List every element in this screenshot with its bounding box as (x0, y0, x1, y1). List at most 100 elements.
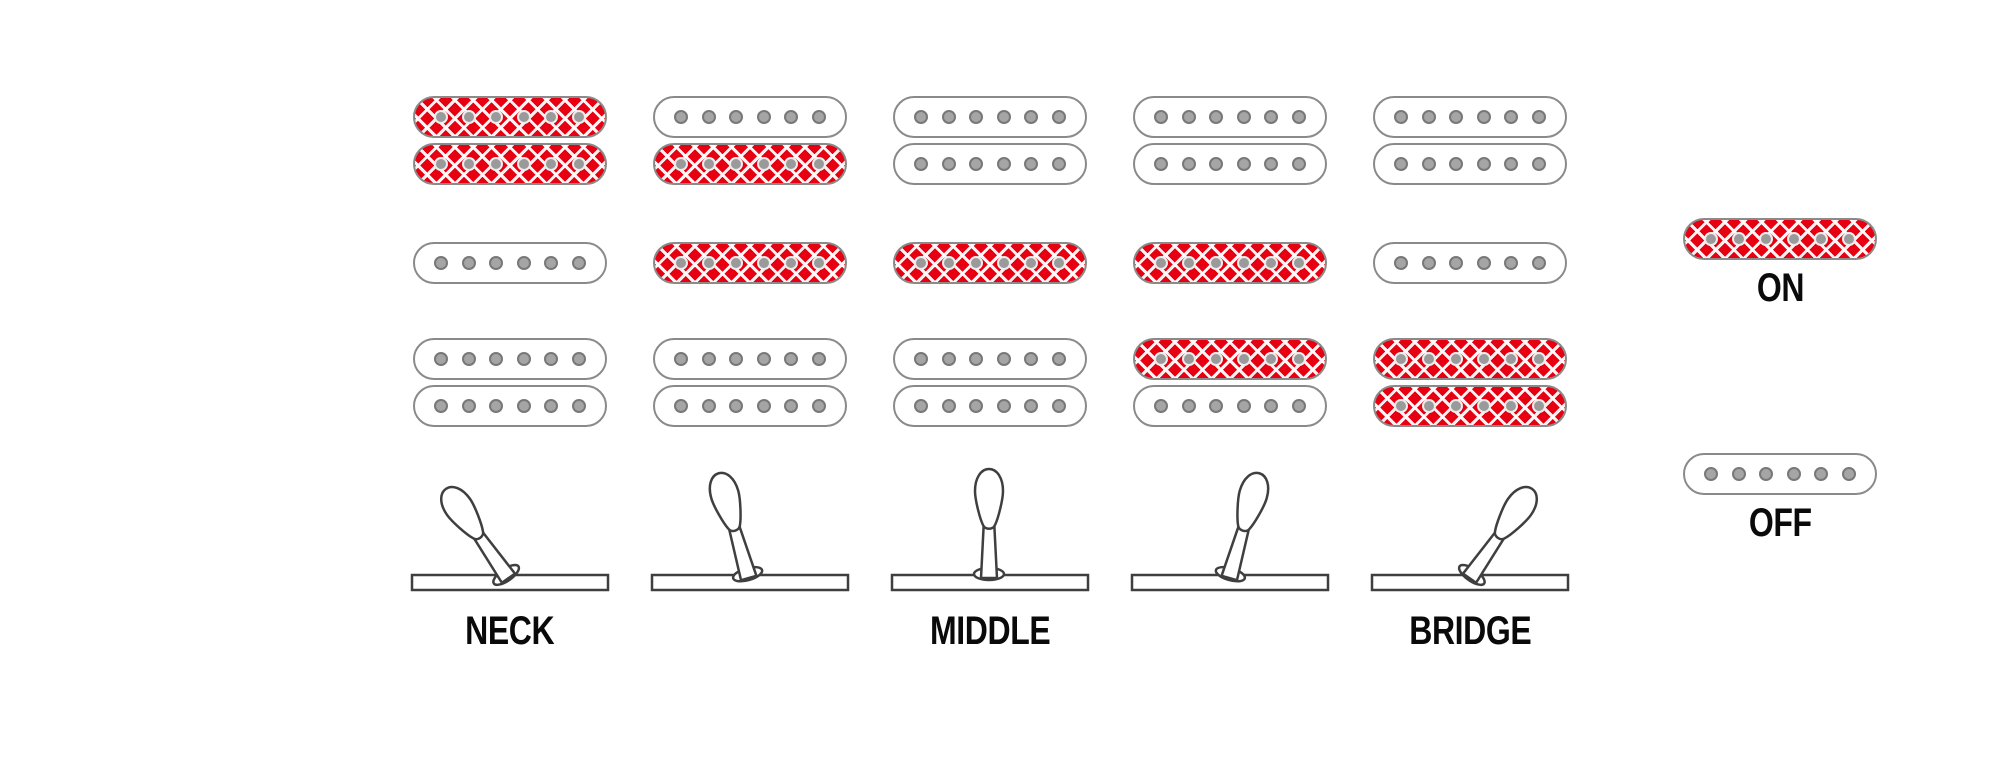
pole-piece-dot (1291, 399, 1306, 413)
bridge-humbucker-top-coil (1133, 338, 1327, 380)
pole-piece-dot (1421, 157, 1436, 171)
pole-piece-dot (516, 352, 531, 366)
pole-piece-dot (1264, 157, 1279, 171)
pole-piece-dot (1731, 232, 1746, 246)
neck-humbucker (893, 96, 1087, 185)
pole-piece-dot (784, 399, 799, 413)
pole-piece-dot (1786, 467, 1801, 481)
pole-piece-dot (811, 399, 826, 413)
pole-piece-dot (729, 110, 744, 124)
pickup-selector-switch (890, 467, 1090, 592)
neck-humbucker-bottom-coil (653, 143, 847, 185)
pole-piece-dot (941, 399, 956, 413)
neck-humbucker (1133, 96, 1327, 185)
legend-off-label: OFF (1748, 501, 1812, 545)
pole-piece-dot (1024, 110, 1039, 124)
pole-piece-dot (1759, 232, 1774, 246)
pole-piece-dot (1051, 157, 1066, 171)
bridge-humbucker-top-coil (413, 338, 607, 380)
pole-piece-dot (1236, 399, 1251, 413)
pole-piece-dot (941, 110, 956, 124)
switch-lever-icon (708, 471, 764, 583)
pole-piece-dot (701, 256, 716, 270)
pole-piece-dot (674, 352, 688, 366)
pole-piece-dot (434, 157, 448, 171)
bridge-humbucker-top-coil (1373, 338, 1567, 380)
pole-piece-dot (489, 110, 504, 124)
pole-piece-dot (701, 399, 716, 413)
pole-piece-dot (784, 352, 799, 366)
pole-piece-dot (674, 256, 688, 270)
pole-piece-dot (756, 256, 771, 270)
pole-piece-dot (996, 352, 1011, 366)
pole-piece-dot (516, 157, 531, 171)
pole-piece-dot (1024, 256, 1039, 270)
bridge-humbucker (893, 338, 1087, 427)
pole-piece-dot (996, 256, 1011, 270)
bridge-humbucker-bottom-coil (1373, 385, 1567, 427)
pole-piece-dot (1264, 256, 1279, 270)
pole-piece-dot (1449, 399, 1464, 413)
pole-piece-dot (1236, 256, 1251, 270)
middle-single-coil-pickup (893, 242, 1087, 284)
pole-piece-dot (1236, 110, 1251, 124)
pole-piece-dot (1181, 110, 1196, 124)
switch-position-5: BRIDGE (1350, 0, 1590, 775)
middle-single-coil-pickup (653, 242, 847, 284)
pole-piece-dot (1786, 232, 1801, 246)
pole-piece-dot (1841, 232, 1856, 246)
legend-on-label: ON (1756, 266, 1804, 310)
pickup-selector-switch (650, 471, 850, 592)
pole-piece-dot (729, 399, 744, 413)
pole-piece-dot (1841, 467, 1856, 481)
pole-piece-dot (1531, 157, 1546, 171)
pole-piece-dot (1291, 352, 1306, 366)
pole-piece-dot (701, 110, 716, 124)
neck-humbucker-top-coil (893, 96, 1087, 138)
pole-piece-dot (914, 399, 928, 413)
pole-piece-dot (489, 157, 504, 171)
pole-piece-dot (1264, 352, 1279, 366)
pole-piece-dot (969, 256, 984, 270)
middle-single-coil-pickup (1133, 242, 1327, 284)
pole-piece-dot (1504, 256, 1519, 270)
pole-piece-dot (1421, 352, 1436, 366)
pole-piece-dot (914, 157, 928, 171)
pole-piece-dot (1181, 352, 1196, 366)
pole-piece-dot (461, 110, 476, 124)
pole-piece-dot (544, 110, 559, 124)
pole-piece-dot (1421, 399, 1436, 413)
pole-piece-dot (756, 399, 771, 413)
pole-piece-dot (914, 110, 928, 124)
neck-humbucker (413, 96, 607, 185)
bridge-humbucker-top-coil (653, 338, 847, 380)
pole-piece-dot (1051, 110, 1066, 124)
pole-piece-dot (811, 110, 826, 124)
pole-piece-dot (489, 256, 504, 270)
pole-piece-dot (1394, 256, 1408, 270)
pole-piece-dot (1759, 467, 1774, 481)
middle-single-coil-pickup (413, 242, 607, 284)
pole-piece-dot (1394, 352, 1408, 366)
pole-piece-dot (1476, 110, 1491, 124)
legend: ON OFF (1660, 0, 1900, 775)
pickup-selector-switch (1370, 485, 1570, 592)
legend-off-pickup (1683, 453, 1877, 495)
pole-piece-dot (784, 157, 799, 171)
switch-position-1: NECK (390, 0, 630, 775)
pole-piece-dot (1394, 157, 1408, 171)
neck-humbucker-bottom-coil (413, 143, 607, 185)
pole-piece-dot (996, 110, 1011, 124)
pole-piece-dot (811, 157, 826, 171)
neck-humbucker-bottom-coil (1133, 143, 1327, 185)
pole-piece-dot (1154, 157, 1168, 171)
pole-piece-dot (914, 256, 928, 270)
pole-piece-dot (434, 399, 448, 413)
pole-piece-dot (544, 256, 559, 270)
pole-piece-dot (1024, 399, 1039, 413)
pole-piece-dot (1476, 256, 1491, 270)
pole-piece-dot (674, 399, 688, 413)
pole-piece-dot (544, 352, 559, 366)
pickup-selector-switch (1130, 471, 1330, 592)
pole-piece-dot (1181, 399, 1196, 413)
